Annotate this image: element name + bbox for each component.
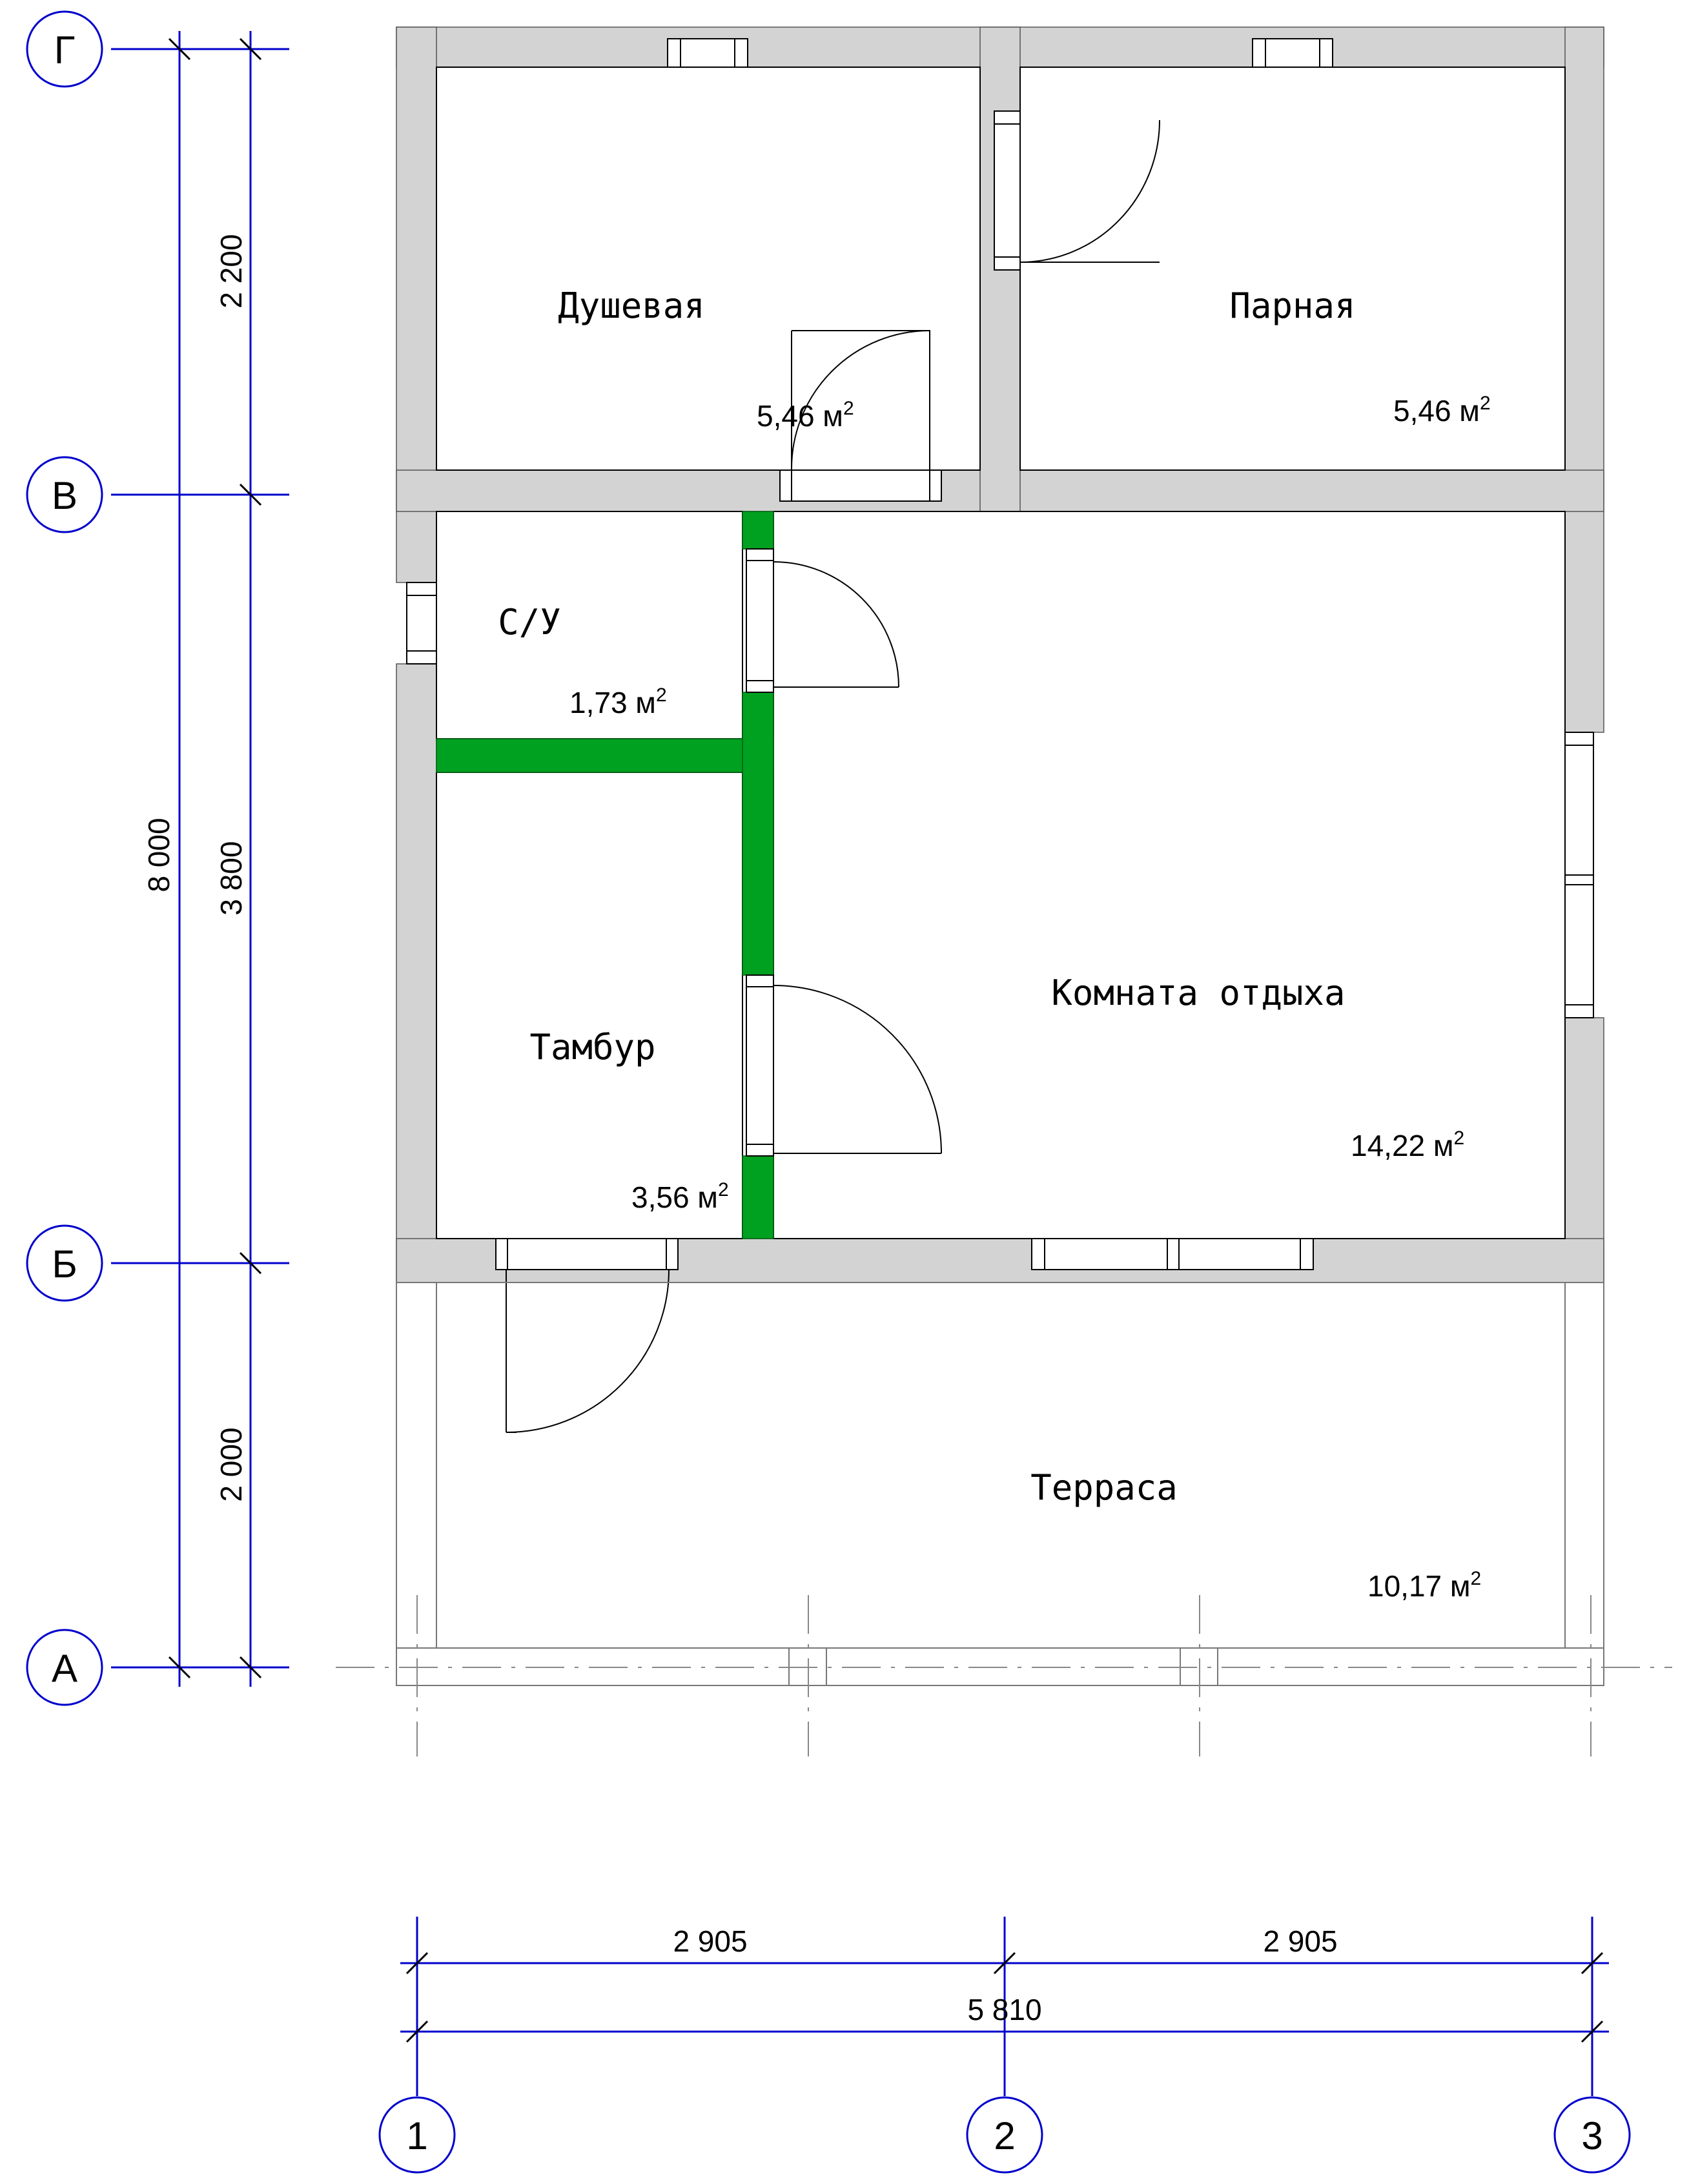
steam-name: Парная: [1229, 285, 1355, 326]
window-right-lounge: [1564, 732, 1594, 1018]
steam-room: [1019, 67, 1566, 471]
column-axis-markers: 1 2 3: [378, 2096, 1631, 2174]
dim-vertical-segment-3: 2 000: [214, 1427, 248, 1501]
terrace-outline: [396, 1282, 1604, 1686]
shower-name: Душевая: [558, 285, 705, 326]
room-interiors: [436, 67, 1566, 1239]
partition-vertical-3: [742, 1155, 774, 1239]
svg-text:В: В: [52, 474, 77, 517]
terrace-area: 10,17 м2: [1367, 1568, 1481, 1603]
window-left-wc: [406, 582, 437, 664]
wc-room: [436, 511, 743, 739]
dim-horizontal-segment-2: 2 905: [1263, 1924, 1337, 1958]
lounge-area: 14,22 м2: [1351, 1128, 1464, 1162]
doors: [495, 110, 1160, 1433]
shower-room: [436, 67, 981, 471]
terrace-name: Терраса: [1030, 1467, 1178, 1508]
windows: [406, 38, 1594, 1270]
vestibule-room: [436, 772, 743, 1239]
window-top-right: [1252, 38, 1333, 68]
partitions: [436, 511, 774, 1239]
dim-vertical-segment-1: 2 200: [214, 234, 248, 308]
vertical-dimensions: [111, 31, 289, 1687]
axis-marker-1: 1: [378, 2096, 456, 2174]
lounge-room: [773, 511, 1566, 1239]
door-lounge: [746, 974, 942, 1157]
door-shower: [779, 330, 942, 502]
vestibule-area: 3,56 м2: [631, 1179, 729, 1214]
partition-vertical-2: [742, 692, 774, 976]
dim-horizontal-segment-1: 2 905: [673, 1924, 747, 1958]
window-top-left: [667, 38, 748, 68]
room-labels: Душевая 5,46 м2 Парная 5,46 м2 С/У 1,73 …: [498, 285, 1490, 1603]
axis-marker-g: Г: [26, 10, 103, 88]
svg-text:Б: Б: [52, 1242, 77, 1286]
lounge-name: Комната отдыха: [1051, 973, 1345, 1013]
terrace: [396, 1282, 1604, 1686]
door-entrance: [495, 1238, 679, 1433]
axis-marker-b: Б: [26, 1224, 103, 1302]
shower-area: 5,46 м2: [757, 398, 854, 433]
dim-horizontal-total: 5 810: [967, 1993, 1041, 2026]
partition-wc-vestibule: [436, 738, 774, 773]
door-steam: [994, 110, 1160, 271]
svg-text:1: 1: [406, 2114, 427, 2158]
svg-text:2: 2: [994, 2114, 1015, 2158]
door-wc: [746, 548, 899, 693]
svg-text:А: А: [52, 1647, 77, 1690]
wall-right-upper: [1564, 26, 1604, 733]
axis-marker-2: 2: [966, 2096, 1043, 2174]
wall-left-lower: [396, 663, 437, 1283]
svg-text:3: 3: [1581, 2114, 1602, 2158]
wc-area: 1,73 м2: [569, 685, 667, 719]
svg-text:Г: Г: [54, 28, 76, 72]
dim-vertical-segment-2: 3 800: [214, 841, 248, 915]
axis-marker-v: В: [26, 456, 103, 533]
axis-marker-a: А: [26, 1629, 103, 1706]
axis-marker-3: 3: [1553, 2096, 1631, 2174]
dim-vertical-total: 8 000: [142, 818, 176, 892]
steam-area: 5,46 м2: [1393, 393, 1491, 428]
axis-dashdot-lines: [336, 1595, 1672, 1756]
row-axis-markers: Г В Б А: [26, 10, 103, 1706]
horizontal-dimensions: [400, 1917, 1609, 2096]
window-bottom-lounge: [1031, 1238, 1314, 1270]
wc-name: С/У: [498, 602, 561, 643]
partition-vertical-1: [742, 511, 774, 550]
vestibule-name: Тамбур: [529, 1027, 655, 1067]
